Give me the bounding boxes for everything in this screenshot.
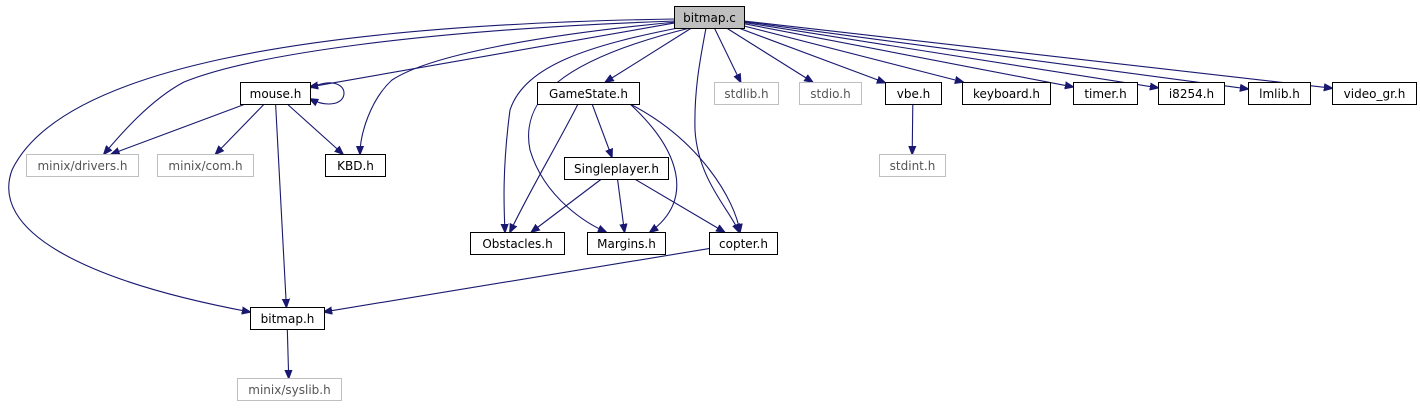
edge-singleplayer-h-to-copter-h <box>634 178 725 232</box>
node-stdint-h: stdint.h <box>879 154 946 177</box>
edge-gamestate-h-to-obstacles-h <box>510 103 579 232</box>
edge-copter-h-to-bitmap-h <box>324 248 710 312</box>
node-singleplayer-h[interactable]: Singleplayer.h <box>564 157 669 180</box>
node-label: video_gr.h <box>1344 87 1406 101</box>
edge-bitmap-c-to-margins-h <box>528 27 691 232</box>
node-box <box>564 157 669 180</box>
edge-bitmap-c-to-vbe-h <box>738 27 886 83</box>
node-label: stdio.h <box>810 87 850 101</box>
node-box <box>240 82 311 105</box>
node-minix-drivers-h: minix/drivers.h <box>26 154 139 177</box>
node-box <box>1248 82 1311 105</box>
node-bitmap-c[interactable]: bitmap.c <box>674 6 745 29</box>
node-label: lmlib.h <box>1259 87 1300 101</box>
node-label: keyboard.h <box>973 87 1040 101</box>
edge-singleplayer-h-to-margins-h <box>616 178 625 232</box>
node-timer-h[interactable]: timer.h <box>1073 82 1138 105</box>
node-i8254-h[interactable]: i8254.h <box>1158 82 1225 105</box>
edge-bitmap-c-to-bitmap-h <box>8 18 675 312</box>
node-label: stdint.h <box>890 159 936 173</box>
node-box <box>674 6 745 29</box>
edge-bitmap-c-to-i8254-h <box>743 21 1158 88</box>
edge-bitmap-c-to-lmlib-h <box>743 21 1248 89</box>
node-label: KBD.h <box>337 159 374 173</box>
node-box <box>1332 82 1417 105</box>
node-label: stdlib.h <box>724 87 768 101</box>
edge-mouse-h-to-kbd-h <box>286 103 343 154</box>
edge-bitmap-h-to-minix-syslib-h <box>287 328 288 378</box>
node-box <box>885 82 942 105</box>
node-box <box>537 82 640 105</box>
edge-gamestate-h-to-singleplayer-h <box>591 103 612 157</box>
node-box <box>325 154 386 177</box>
node-copter-h[interactable]: copter.h <box>709 232 778 255</box>
edge-bitmap-c-to-mouse-h <box>310 22 675 87</box>
node-box <box>157 154 254 177</box>
node-label: copter.h <box>719 237 768 251</box>
node-box <box>26 154 139 177</box>
node-lmlib-h[interactable]: lmlib.h <box>1248 82 1311 105</box>
node-label: minix/drivers.h <box>37 159 127 173</box>
node-box <box>237 378 342 401</box>
node-box <box>1073 82 1138 105</box>
node-keyboard-h[interactable]: keyboard.h <box>962 82 1051 105</box>
node-label: minix/com.h <box>168 159 242 173</box>
node-label: minix/syslib.h <box>248 383 330 397</box>
node-kbd-h[interactable]: KBD.h <box>325 154 386 177</box>
edge-bitmap-c-to-video-gr-h <box>743 20 1332 88</box>
node-label: vbe.h <box>897 87 931 101</box>
node-box <box>470 232 565 255</box>
node-label: timer.h <box>1084 87 1126 101</box>
edge-mouse-h-to-minix-drivers-h <box>112 103 246 154</box>
node-label: Obstacles.h <box>482 237 552 251</box>
node-bitmap-h[interactable]: bitmap.h <box>250 307 325 330</box>
node-vbe-h[interactable]: vbe.h <box>885 82 942 105</box>
edge-mouse-h-to-minix-com-h <box>216 103 265 154</box>
edge-gamestate-h-to-copter-h <box>629 103 740 232</box>
node-minix-com-h: minix/com.h <box>157 154 254 177</box>
node-label: i8254.h <box>1169 87 1214 101</box>
node-stdlib-h: stdlib.h <box>714 82 779 105</box>
node-obstacles-h[interactable]: Obstacles.h <box>470 232 565 255</box>
node-label: bitmap.c <box>683 11 736 25</box>
node-gamestate-h[interactable]: GameState.h <box>537 82 640 105</box>
edge-bitmap-c-to-copter-h <box>694 27 739 232</box>
edge-mouse-h-to-mouse-h <box>310 82 345 104</box>
edge-bitmap-c-to-minix-drivers-h <box>104 20 676 154</box>
node-box <box>1158 82 1225 105</box>
node-label: GameState.h <box>549 87 628 101</box>
node-label: Margins.h <box>597 237 656 251</box>
node-margins-h[interactable]: Margins.h <box>587 232 666 255</box>
node-label: Singleplayer.h <box>574 162 659 176</box>
edge-bitmap-c-to-timer-h <box>743 23 1073 87</box>
edge-bitmap-c-to-stdio-h <box>726 27 813 82</box>
node-box <box>879 154 946 177</box>
node-box <box>587 232 666 255</box>
node-label: mouse.h <box>250 87 302 101</box>
edge-bitmap-c-to-kbd-h <box>360 21 677 154</box>
node-video-gr-h[interactable]: video_gr.h <box>1332 82 1417 105</box>
node-box <box>962 82 1051 105</box>
node-box <box>714 82 779 105</box>
edge-bitmap-c-to-stdlib-h <box>713 27 740 82</box>
node-box <box>709 232 778 255</box>
node-box <box>799 82 862 105</box>
edge-mouse-h-to-bitmap-h <box>275 103 287 307</box>
edge-gamestate-h-to-margins-h <box>629 103 678 232</box>
node-minix-syslib-h: minix/syslib.h <box>237 378 342 401</box>
edge-singleplayer-h-to-obstacles-h <box>532 178 602 232</box>
node-mouse-h[interactable]: mouse.h <box>240 82 311 105</box>
edge-bitmap-c-to-keyboard-h <box>743 25 963 82</box>
node-label: bitmap.h <box>261 312 315 326</box>
edge-bitmap-c-to-obstacles-h <box>504 26 684 232</box>
node-box <box>250 307 325 330</box>
edge-bitmap-c-to-gamestate-h <box>606 27 692 82</box>
edge-vbe-h-to-stdint-h <box>912 103 913 154</box>
node-stdio-h: stdio.h <box>799 82 862 105</box>
